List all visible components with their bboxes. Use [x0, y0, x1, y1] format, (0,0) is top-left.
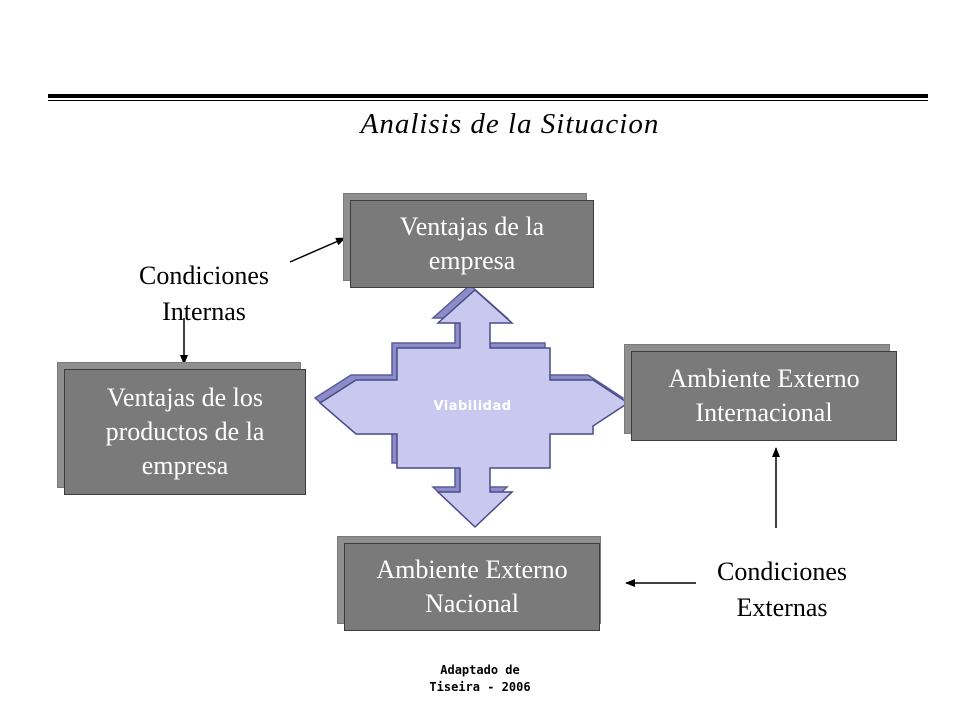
viabilidad-label: Viabilidad — [433, 399, 512, 414]
box-ventajas-productos-text: Ventajas de los productos de la empresa — [105, 383, 265, 480]
label-condiciones-externas: Condiciones Externas — [717, 557, 847, 622]
box-ventajas-empresa-text: Ventajas de la empresa — [399, 212, 545, 275]
box-ambiente-nacional: Ambiente Externo Nacional — [344, 543, 600, 631]
box-ventajas-productos: Ventajas de los productos de la empresa — [64, 369, 306, 495]
box-ventajas-empresa: Ventajas de la empresa — [350, 200, 594, 288]
label-condiciones-internas: Condiciones Internas — [139, 261, 269, 326]
box-ambiente-nacional-text: Ambiente Externo Nacional — [376, 555, 568, 618]
box-ambiente-internacional: Ambiente Externo Internacional — [631, 351, 897, 441]
header-rule-thick — [48, 94, 928, 98]
page-title: Analisis de la Situacion — [360, 108, 660, 140]
arrow-internas-to-top — [289, 237, 346, 263]
box-ambiente-internacional-text: Ambiente Externo Internacional — [668, 364, 860, 427]
footer-line-1: Adaptado de — [440, 663, 520, 677]
footer-line-2: Tiseira - 2006 — [429, 680, 531, 694]
footer-credit: Adaptado de Tiseira - 2006 — [380, 662, 580, 696]
header-rule-thin — [48, 100, 928, 101]
viabilidad-cross — [318, 288, 630, 529]
